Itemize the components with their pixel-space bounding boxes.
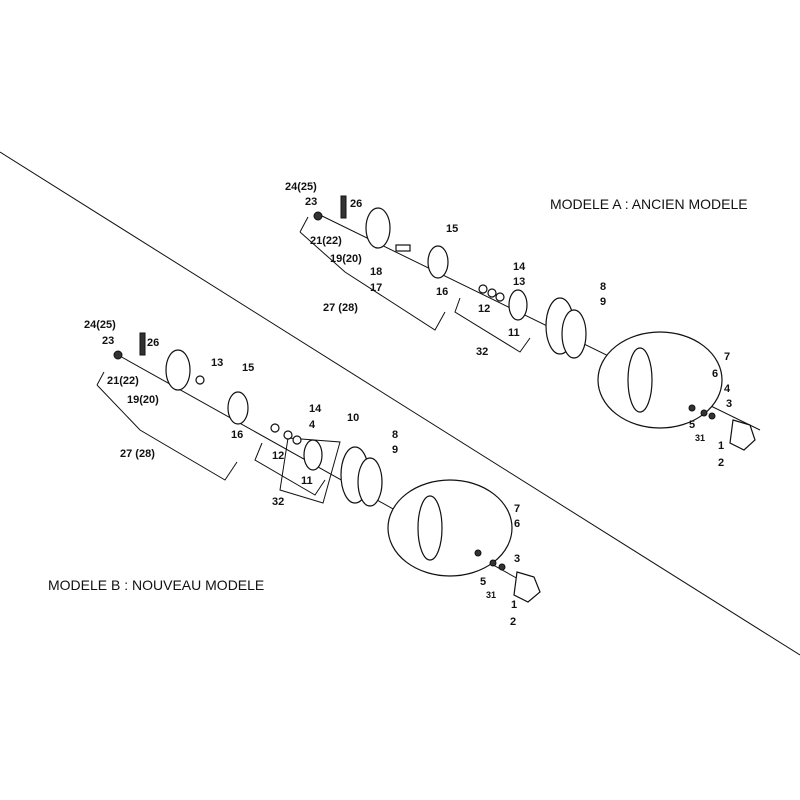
part-shape — [513, 571, 541, 603]
part-shape — [474, 549, 482, 557]
label: 12 — [272, 450, 284, 462]
model-a-assembly — [299, 195, 761, 451]
label: 6 — [514, 518, 520, 530]
label: 19(20) — [330, 253, 362, 265]
label: 7 — [514, 503, 520, 515]
label: 14 — [513, 261, 526, 273]
part-shape — [708, 412, 716, 420]
part-shape — [498, 563, 506, 571]
label: 7 — [724, 351, 730, 363]
label: 2 — [510, 616, 516, 628]
hub — [508, 289, 528, 321]
part-shape — [487, 288, 497, 298]
label: 1 — [511, 599, 517, 611]
brake-shoe — [427, 245, 449, 279]
part-shape — [700, 409, 708, 417]
label: 11 — [508, 327, 520, 339]
label: 4 — [309, 419, 316, 431]
part-shape — [270, 423, 280, 433]
label: 5 — [689, 419, 695, 431]
label: 9 — [600, 296, 606, 308]
part-shape — [357, 457, 383, 507]
brake-plate — [365, 207, 391, 249]
brake-lever — [340, 195, 347, 219]
label: 15 — [242, 362, 254, 374]
label: 13 — [211, 357, 223, 369]
bracket-27 — [96, 371, 238, 481]
label: 19(20) — [127, 394, 159, 406]
label: 1 — [718, 440, 724, 452]
label: 27 (28) — [120, 448, 155, 460]
model-a-title: MODELE A : ANCIEN MODELE — [550, 196, 748, 212]
label: 31 — [486, 590, 496, 600]
label: 12 — [478, 303, 490, 315]
part-shape — [165, 349, 191, 391]
part-shape — [489, 559, 497, 567]
label: 24(25) — [285, 181, 317, 193]
bolt — [313, 211, 323, 221]
part-shape — [561, 309, 587, 359]
part-shape — [227, 391, 249, 425]
label: 10 — [347, 412, 359, 424]
part-shape — [139, 332, 146, 356]
label: 16 — [231, 429, 243, 441]
part-shape — [283, 430, 293, 440]
label: 2 — [718, 457, 724, 469]
label: 14 — [309, 403, 322, 415]
nut-1 — [729, 419, 756, 451]
label: 31 — [695, 433, 705, 443]
label: 27 (28) — [323, 302, 358, 314]
label: 13 — [513, 276, 525, 288]
part-shape — [292, 435, 302, 445]
model-b-title: MODELE B : NOUVEAU MODELE — [48, 577, 264, 593]
bracket-27 — [299, 216, 446, 331]
part-shape — [303, 439, 323, 471]
label: 8 — [600, 281, 606, 293]
part-shape — [113, 350, 123, 360]
label: 9 — [392, 444, 398, 456]
label: 5 — [480, 576, 486, 588]
label: 8 — [392, 429, 398, 441]
label: 23 — [102, 335, 114, 347]
model-a-labels: 24(25) 23 26 21(22) 19(20) 18 17 27 (28)… — [285, 181, 732, 469]
label: 11 — [301, 475, 313, 487]
bracket-32 — [254, 442, 326, 496]
label: 26 — [147, 337, 159, 349]
label: 15 — [446, 223, 458, 235]
label: 23 — [305, 196, 317, 208]
bracket-10 — [279, 437, 341, 504]
divider-line — [0, 151, 800, 656]
label: 32 — [476, 346, 488, 358]
bracket-32 — [454, 297, 531, 353]
label: 6 — [712, 368, 718, 380]
label: 18 — [370, 266, 382, 278]
spring-18 — [395, 244, 411, 252]
label: 21(22) — [310, 235, 342, 247]
label: 32 — [272, 496, 284, 508]
part-shape — [417, 495, 443, 561]
model-b-labels: 24(25) 23 26 21(22) 19(20) 13 15 16 27 (… — [84, 319, 520, 628]
part-shape — [195, 375, 205, 385]
label: 16 — [436, 286, 448, 298]
part-shape — [495, 292, 505, 302]
model-b-assembly — [96, 332, 541, 603]
label: 26 — [350, 198, 362, 210]
tire-7 — [597, 331, 723, 429]
label: 3 — [514, 553, 520, 565]
part-shape — [688, 404, 696, 412]
label: 24(25) — [84, 319, 116, 331]
part-shape — [478, 284, 488, 294]
part-shape — [627, 347, 653, 413]
label: 3 — [726, 398, 732, 410]
label: 21(22) — [107, 375, 139, 387]
label: 17 — [370, 282, 382, 294]
label: 4 — [724, 383, 731, 395]
